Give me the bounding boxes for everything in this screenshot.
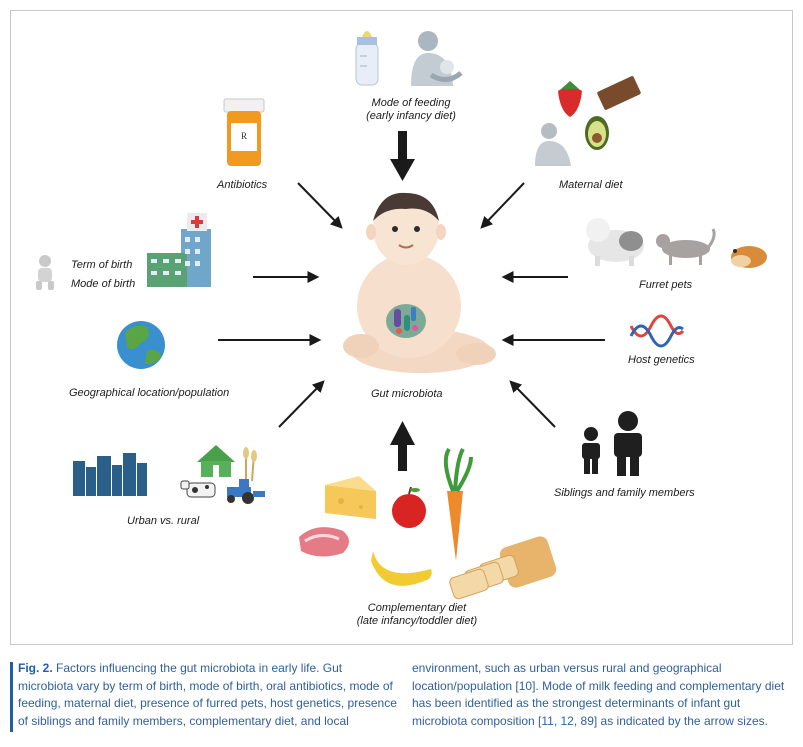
hamster-icon <box>731 246 767 268</box>
label-siblings: Siblings and family members <box>554 487 695 499</box>
label-furret-pets: Furret pets <box>639 279 693 291</box>
baby-center-icon <box>343 192 496 373</box>
dna-icon <box>629 314 685 348</box>
label-mode-of-feeding: Mode of feeding (early infancy diet) <box>311 97 511 123</box>
label-complementary-diet-line2: (late infancy/toddler diet) <box>356 615 478 627</box>
label-urban-vs-rural: Urban vs. rural <box>127 515 200 527</box>
breastfeeding-mother-icon <box>411 31 463 86</box>
label-host-genetics: Host genetics <box>628 354 695 366</box>
cat-icon <box>656 228 716 265</box>
cheese-icon <box>325 476 376 519</box>
bread-icon <box>449 536 557 600</box>
pill-bottle-icon: R <box>223 98 265 166</box>
strawberry-icon <box>558 81 582 117</box>
arrow-siblings <box>509 380 556 428</box>
svg-text:R: R <box>241 131 247 141</box>
label-antibiotics: Antibiotics <box>217 179 268 191</box>
globe-icon <box>117 321 165 369</box>
caption-accent-bar <box>10 662 13 732</box>
label-mode-of-feeding-line1: Mode of feeding <box>371 97 451 109</box>
baby-icon <box>36 255 54 290</box>
label-complementary-diet: Complementary diet (late infancy/toddler… <box>317 602 517 628</box>
banana-icon <box>371 551 432 586</box>
arrow-antibiotics <box>297 182 343 229</box>
mother-icon <box>535 123 571 166</box>
arrow-maternal-diet <box>480 182 525 229</box>
cow-icon <box>180 480 216 498</box>
chocolate-icon <box>597 76 641 110</box>
label-mode-of-feeding-line2: (early infancy diet) <box>366 110 456 122</box>
wheat-icon <box>243 447 257 482</box>
caption-text-1: Factors influencing the gut microbiota i… <box>18 661 397 728</box>
arrow-mode-of-feeding <box>390 131 415 181</box>
factors-diagram: R <box>36 31 767 600</box>
tractor-icon <box>227 479 265 504</box>
arrow-complementary-diet <box>390 421 415 471</box>
city-icon <box>73 453 147 496</box>
caption-text-2: environment, such as urban versus rural … <box>412 661 785 728</box>
label-mode-of-birth: Mode of birth <box>71 278 136 290</box>
hospital-icon <box>147 213 211 287</box>
label-geographical-location: Geographical location/population <box>69 387 230 399</box>
figure-frame: R <box>10 10 793 645</box>
siblings-icon <box>582 411 642 476</box>
baby-bottle-icon <box>355 31 379 86</box>
caption-column-2: environment, such as urban versus rural … <box>412 660 792 730</box>
carrot-icon <box>443 447 473 561</box>
label-complementary-diet-line1: Complementary diet <box>367 602 467 614</box>
label-term-of-birth: Term of birth <box>71 259 133 271</box>
meat-icon <box>299 527 349 557</box>
caption-fig-label: Fig. 2. <box>18 661 53 675</box>
caption-column-1: Fig. 2. Factors influencing the gut micr… <box>18 660 398 730</box>
figure-caption: Fig. 2. Factors influencing the gut micr… <box>10 660 793 740</box>
sheepdog-icon <box>586 218 644 266</box>
house-icon <box>197 445 235 477</box>
label-gut-microbiota: Gut microbiota <box>371 388 443 400</box>
label-maternal-diet: Maternal diet <box>559 179 623 191</box>
arrow-urban-rural <box>278 380 325 428</box>
apple-icon <box>392 486 426 528</box>
avocado-icon <box>585 116 609 150</box>
